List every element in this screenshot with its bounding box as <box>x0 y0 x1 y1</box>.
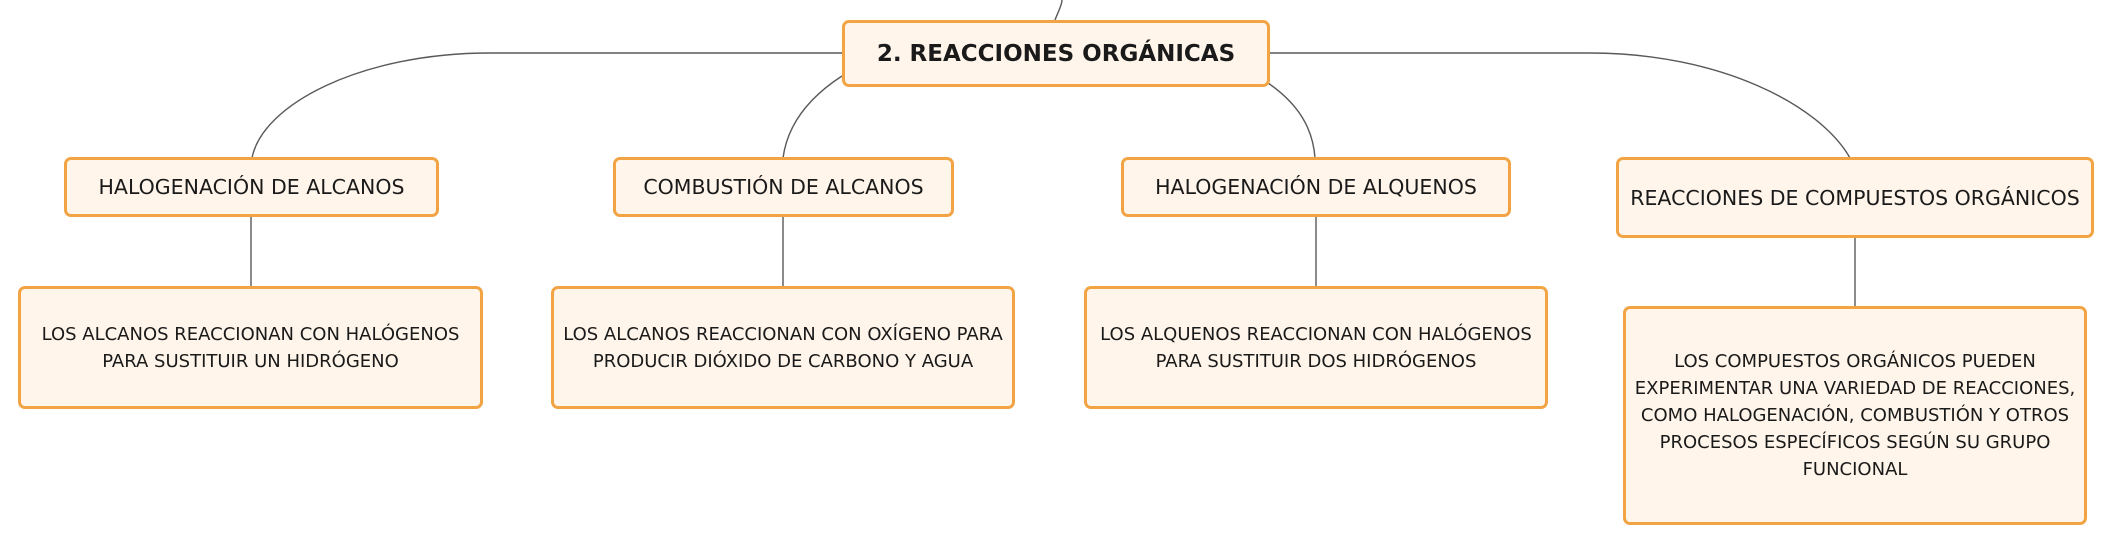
description-node-reacciones-compuestos-organicos[interactable]: LOS COMPUESTOS ORGÁNICOS PUEDEN EXPERIME… <box>1623 306 2087 525</box>
topic-node-reacciones-compuestos-organicos[interactable]: REACCIONES DE COMPUESTOS ORGÁNICOS <box>1616 157 2094 238</box>
connector-root-topic-4 <box>1270 52 1851 159</box>
root-node[interactable]: 2. REACCIONES ORGÁNICAS <box>842 20 1270 87</box>
topic-node-halogenacion-alcanos[interactable]: HALOGENACIÓN DE ALCANOS <box>64 157 439 217</box>
topic-node-halogenacion-alquenos[interactable]: HALOGENACIÓN DE ALQUENOS <box>1121 157 1511 217</box>
topic-node-combustion-alcanos[interactable]: COMBUSTIÓN DE ALCANOS <box>613 157 954 217</box>
description-node-halogenacion-alquenos[interactable]: LOS ALQUENOS REACCIONAN CON HALÓGENOS PA… <box>1084 286 1548 409</box>
connector-root-topic-1 <box>251 52 842 159</box>
connector-root-topic-2 <box>782 75 843 159</box>
description-node-combustion-alcanos[interactable]: LOS ALCANOS REACCIONAN CON OXÍGENO PARA … <box>551 286 1015 409</box>
connector-root-topic-3 <box>1267 82 1316 159</box>
description-node-halogenacion-alcanos[interactable]: LOS ALCANOS REACCIONAN CON HALÓGENOS PAR… <box>18 286 483 409</box>
connector-parent-root <box>1054 0 1063 21</box>
